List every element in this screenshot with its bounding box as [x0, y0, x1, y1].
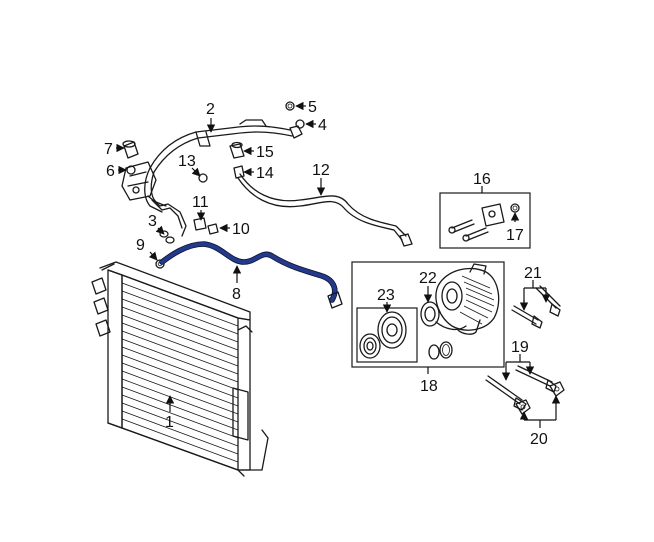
callout-5: 5: [308, 99, 317, 116]
callout-numbers: 1 2 3 4 5 6 7 8 9 10 11 12 13 14 15 16 1…: [104, 99, 548, 448]
washers-20: [515, 381, 565, 415]
callout-6: 6: [106, 163, 115, 180]
bracket-11: [193, 217, 207, 231]
callout-1: 1: [165, 414, 174, 431]
callout-16: 16: [473, 171, 491, 188]
cap-5: [285, 101, 295, 111]
bolts-19: [485, 365, 557, 411]
callout-18: 18: [420, 378, 438, 395]
callout-10: 10: [232, 221, 250, 238]
clutch-pulley-box-23: [356, 307, 418, 363]
callout-4: 4: [318, 117, 327, 134]
callout-9: 9: [136, 237, 145, 254]
highlighted-discharge-hose-8: [159, 241, 343, 309]
callout-15: 15: [256, 144, 274, 161]
o-ring-4: [295, 119, 305, 129]
bracket-kit-box-16: [439, 192, 531, 249]
callout-2: 2: [206, 101, 215, 118]
callout-17: 17: [506, 227, 524, 244]
callout-20: 20: [530, 431, 548, 448]
callout-8: 8: [232, 286, 241, 303]
callout-12: 12: [312, 162, 330, 179]
callout-21: 21: [524, 265, 542, 282]
bolts-21: [511, 285, 561, 329]
callout-14: 14: [256, 165, 274, 182]
expansion-valve-block: [121, 161, 187, 237]
condenser: [91, 261, 269, 477]
valve-core-6: [126, 165, 136, 175]
valve-core-14: [233, 165, 245, 179]
callout-3: 3: [148, 213, 157, 230]
bolt-10: [207, 223, 219, 235]
fitting-13: [198, 173, 208, 183]
leader-lines: [116, 101, 561, 428]
callout-23: 23: [377, 287, 395, 304]
suction-discharge-hose: [144, 119, 303, 213]
cap-15: [229, 141, 245, 159]
callout-7: 7: [104, 141, 113, 158]
compressor-box-18: [351, 261, 505, 368]
callout-13: 13: [178, 153, 196, 170]
service-cap-7: [122, 140, 139, 159]
callout-19: 19: [511, 339, 529, 356]
callout-22: 22: [419, 270, 437, 287]
liquid-line-12: [237, 173, 413, 247]
callout-11: 11: [192, 194, 209, 211]
